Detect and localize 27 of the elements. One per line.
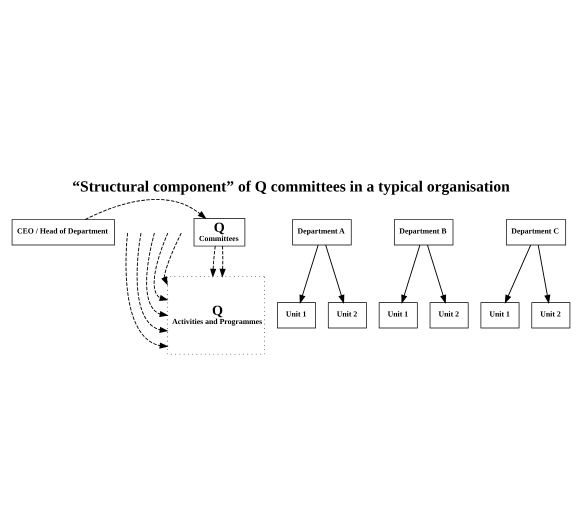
- node-box: Unit 1: [277, 302, 316, 328]
- node-box: Unit 2: [531, 302, 570, 328]
- arrow: [538, 244, 550, 304]
- arrow: [325, 244, 344, 304]
- arrow: [504, 244, 532, 304]
- arrow: [126, 232, 169, 349]
- arrow: [300, 244, 319, 304]
- arrow: [220, 246, 226, 278]
- node-box: Unit 2: [430, 302, 469, 328]
- diagram-title: “Structural component” of Q committees in a typical organisation: [72, 178, 510, 196]
- node-box: Unit 2: [328, 302, 367, 328]
- node-box: Department C: [506, 219, 566, 246]
- arrow: [161, 232, 182, 286]
- arrow: [154, 232, 169, 301]
- arrow: [401, 244, 420, 304]
- node-box: Department A: [292, 219, 352, 246]
- arrow: [210, 246, 216, 278]
- node-box: CEO / Head of Department: [12, 219, 115, 246]
- node-box: Department B: [394, 219, 454, 246]
- node-box: Q Activities and Programmes: [167, 276, 265, 355]
- node-box: Unit 1: [480, 302, 520, 328]
- arrow: [136, 232, 169, 333]
- arrow: [84, 199, 207, 220]
- arrow: [146, 232, 169, 318]
- node-box: Unit 1: [378, 302, 418, 328]
- node-box: Q Committees: [194, 218, 246, 246]
- arrow: [426, 244, 446, 304]
